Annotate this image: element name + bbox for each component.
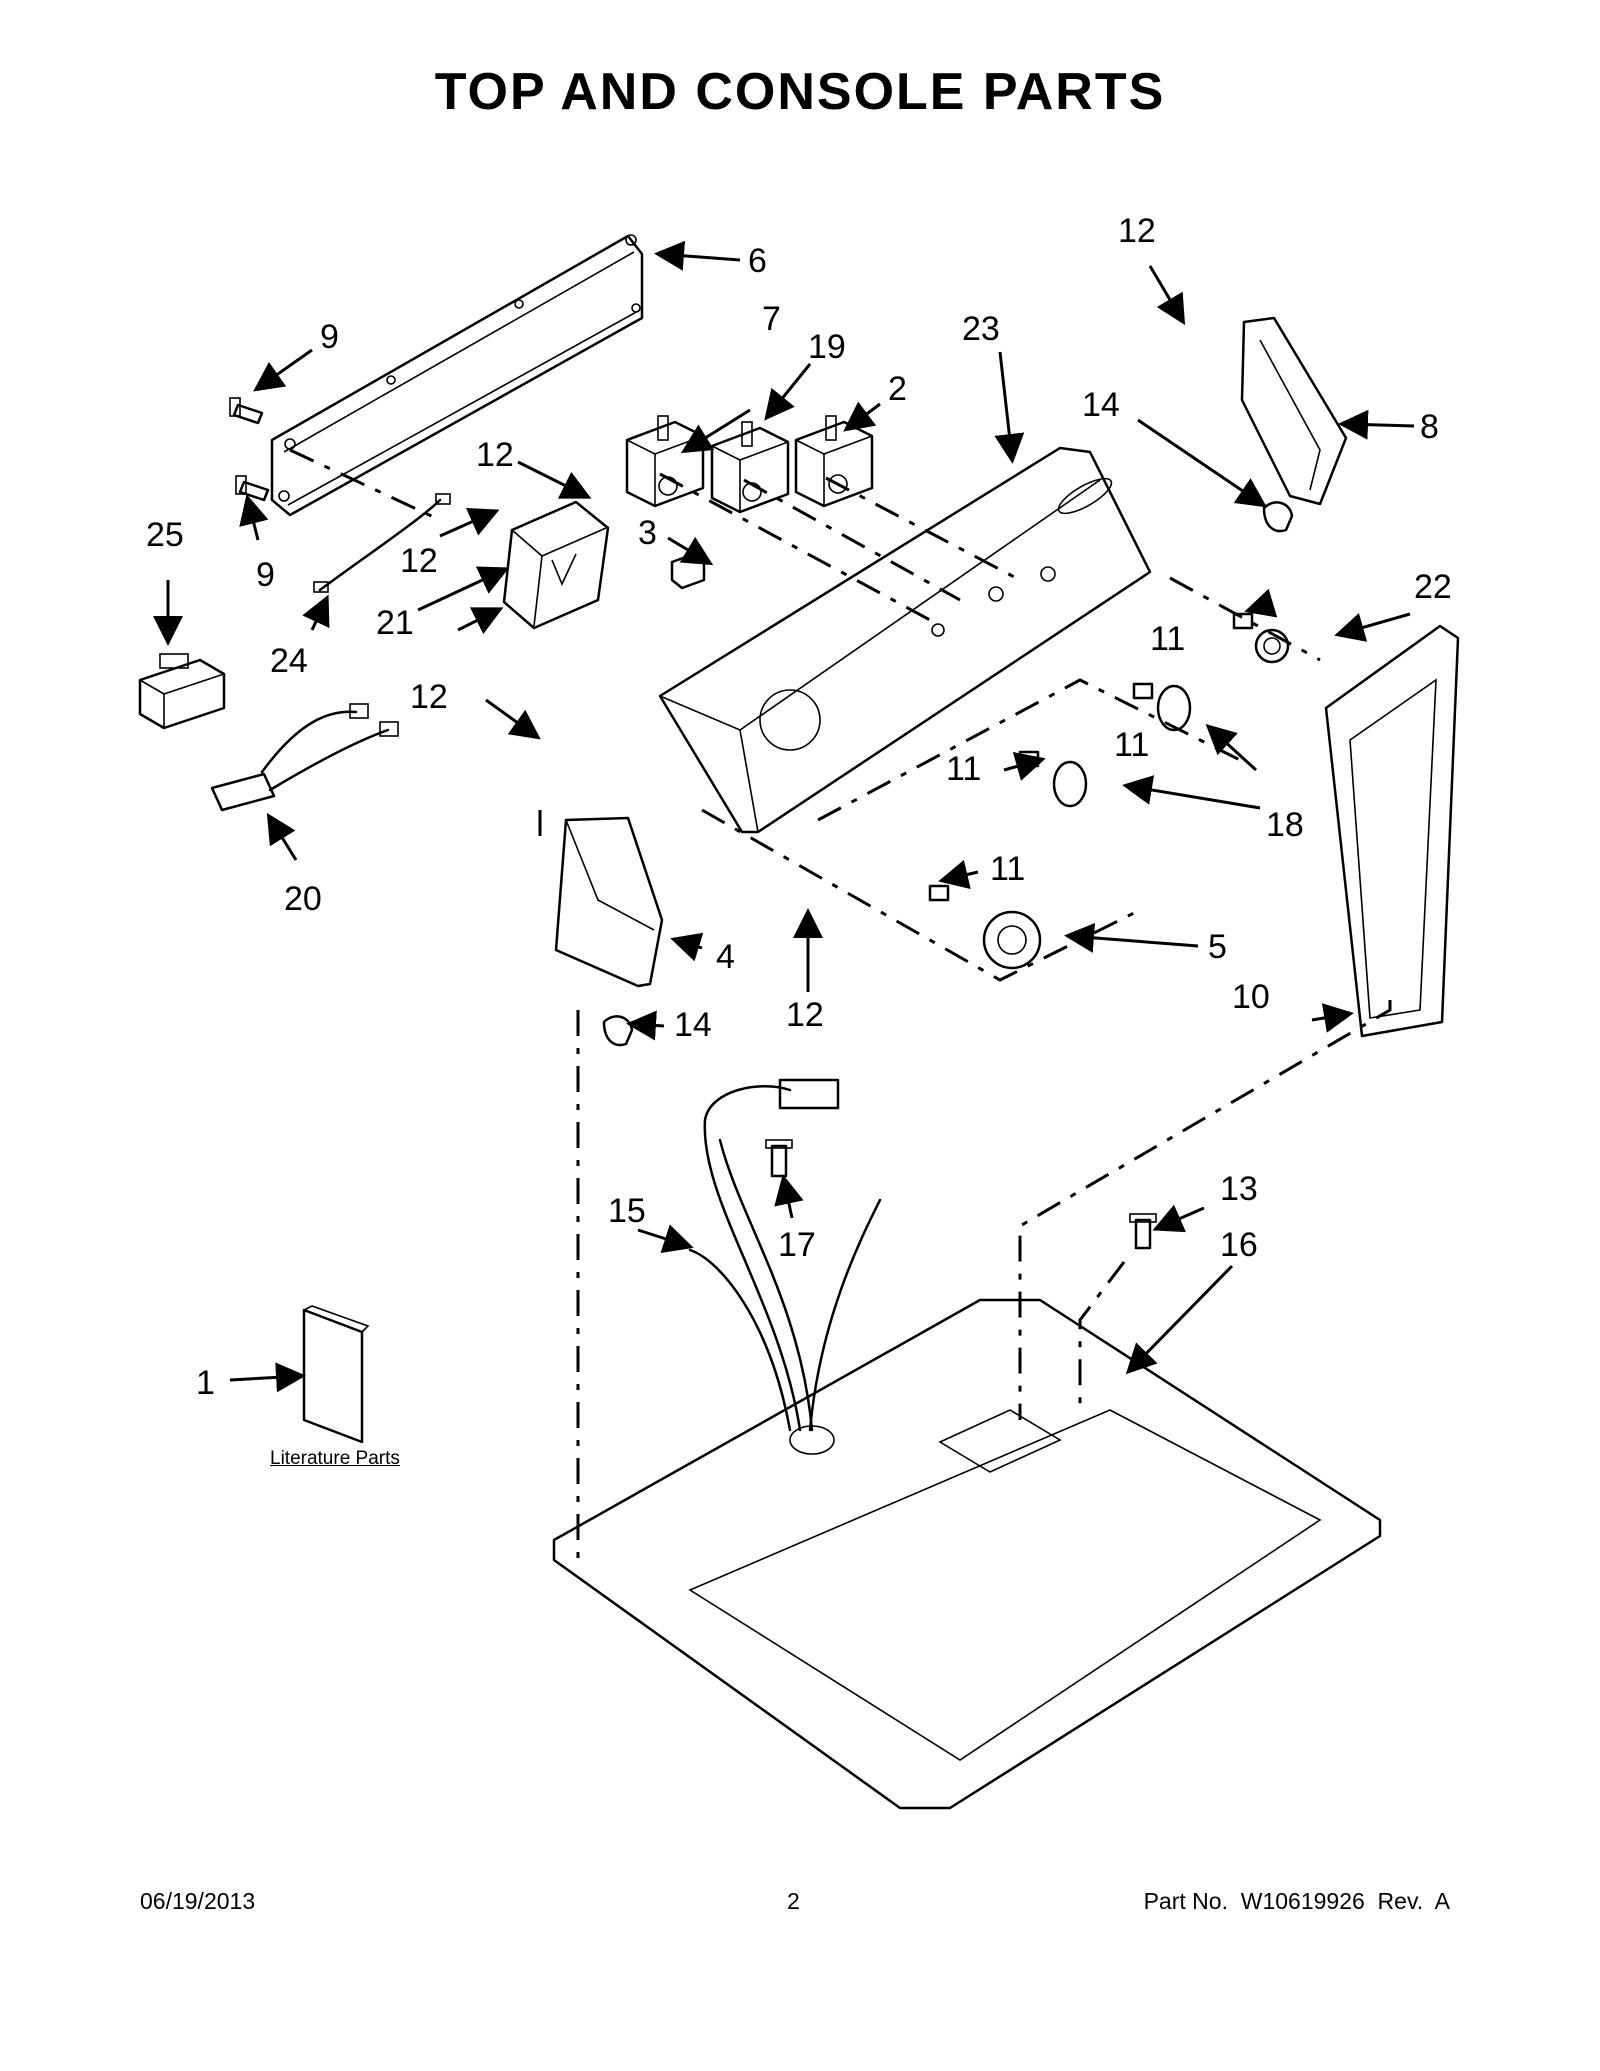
insert-11-d	[928, 884, 950, 902]
assembly-line	[1078, 1261, 1126, 1410]
rear-panel-bracket	[270, 234, 644, 517]
switch-19	[710, 421, 790, 514]
knob-5	[982, 910, 1042, 970]
leader-lines	[153, 240, 1415, 1393]
callout-17: 17	[778, 1226, 816, 1264]
callout-11-a: 11	[1150, 620, 1185, 658]
callout-8: 8	[1420, 408, 1439, 446]
assembly-line	[659, 472, 931, 622]
assembly-line	[701, 808, 1141, 982]
callout-2: 2	[888, 370, 907, 408]
insert-11-b	[1132, 682, 1154, 700]
callout-25: 25	[146, 516, 184, 554]
callout-10: 10	[1232, 978, 1270, 1016]
callout-7: 7	[762, 300, 781, 338]
callout-20: 20	[284, 880, 322, 918]
harness-20	[210, 703, 399, 812]
connector-25	[138, 653, 226, 730]
callout-23: 23	[962, 310, 1000, 348]
knob-18-lower	[1052, 760, 1088, 808]
callout-1: 1	[196, 1364, 215, 1402]
callout-22: 22	[1414, 568, 1452, 606]
callout-11-d: 11	[990, 850, 1025, 888]
knob-22	[1254, 628, 1290, 664]
clip-14-lower	[602, 1015, 634, 1047]
callout-18: 18	[1266, 806, 1304, 844]
switch-7	[625, 415, 705, 508]
callout-12-b: 12	[476, 436, 514, 474]
callout-5: 5	[1208, 928, 1227, 966]
callout-11-b: 11	[1114, 726, 1149, 764]
screw-17	[765, 1139, 793, 1178]
end-cap-8	[1240, 316, 1348, 506]
callout-21: 21	[376, 604, 414, 642]
footer-page-number: 2	[787, 1888, 800, 1914]
wire-24	[313, 493, 451, 593]
assembly-line	[817, 678, 1241, 822]
callout-14-upper: 14	[1082, 386, 1120, 424]
callout-12-d: 12	[410, 678, 448, 716]
callout-12-e: 12	[786, 996, 824, 1034]
clip-14-upper	[1262, 501, 1294, 533]
literature-1	[302, 1305, 370, 1444]
assembly-line	[1169, 576, 1321, 662]
wire-harness-15	[688, 1078, 882, 1432]
callout-3: 3	[638, 514, 657, 552]
screw-9-upper	[229, 397, 264, 425]
lint-screen-10	[1324, 624, 1460, 1038]
page-title: TOP AND CONSOLE PARTS	[434, 63, 1166, 121]
console-23	[658, 446, 1152, 834]
top-16	[552, 1298, 1382, 1810]
switch-2	[794, 415, 874, 508]
footer-date: 06/19/2013	[140, 1888, 256, 1914]
literature-parts-label: Literature Parts	[270, 1448, 400, 1469]
assembly-line	[1018, 1000, 1392, 1420]
assembly-line	[289, 448, 441, 522]
callout-14-lower: 14	[674, 1006, 712, 1044]
end-cap-4	[554, 816, 664, 988]
callout-12-c: 12	[400, 542, 438, 580]
screw-13	[1129, 1213, 1157, 1250]
knob-18-upper	[1156, 684, 1192, 732]
timer-21	[502, 500, 610, 630]
callout-4: 4	[716, 938, 735, 976]
callout-19: 19	[808, 328, 846, 366]
assembly-line	[825, 476, 1021, 582]
callout-11-c: 11	[946, 750, 981, 788]
screw-9-lower	[235, 475, 270, 502]
callout-12-a: 12	[1118, 212, 1156, 250]
callout-16: 16	[1220, 1226, 1258, 1264]
callout-24: 24	[270, 642, 308, 680]
footer-part-number: Part No. W10619926 Rev. A	[1143, 1888, 1450, 1914]
callout-9-lower: 9	[256, 556, 275, 594]
callout-9-upper: 9	[320, 318, 339, 356]
callout-13: 13	[1220, 1170, 1258, 1208]
insert-11-a	[1232, 612, 1254, 630]
callout-labels: 1 2 3 4 5 6 7 8 9 9 10 11 11 11 11 12 12…	[146, 212, 1452, 1402]
callout-15: 15	[608, 1192, 646, 1230]
callout-6: 6	[748, 242, 767, 280]
clip-3	[670, 552, 706, 590]
assembly-line	[743, 478, 961, 602]
